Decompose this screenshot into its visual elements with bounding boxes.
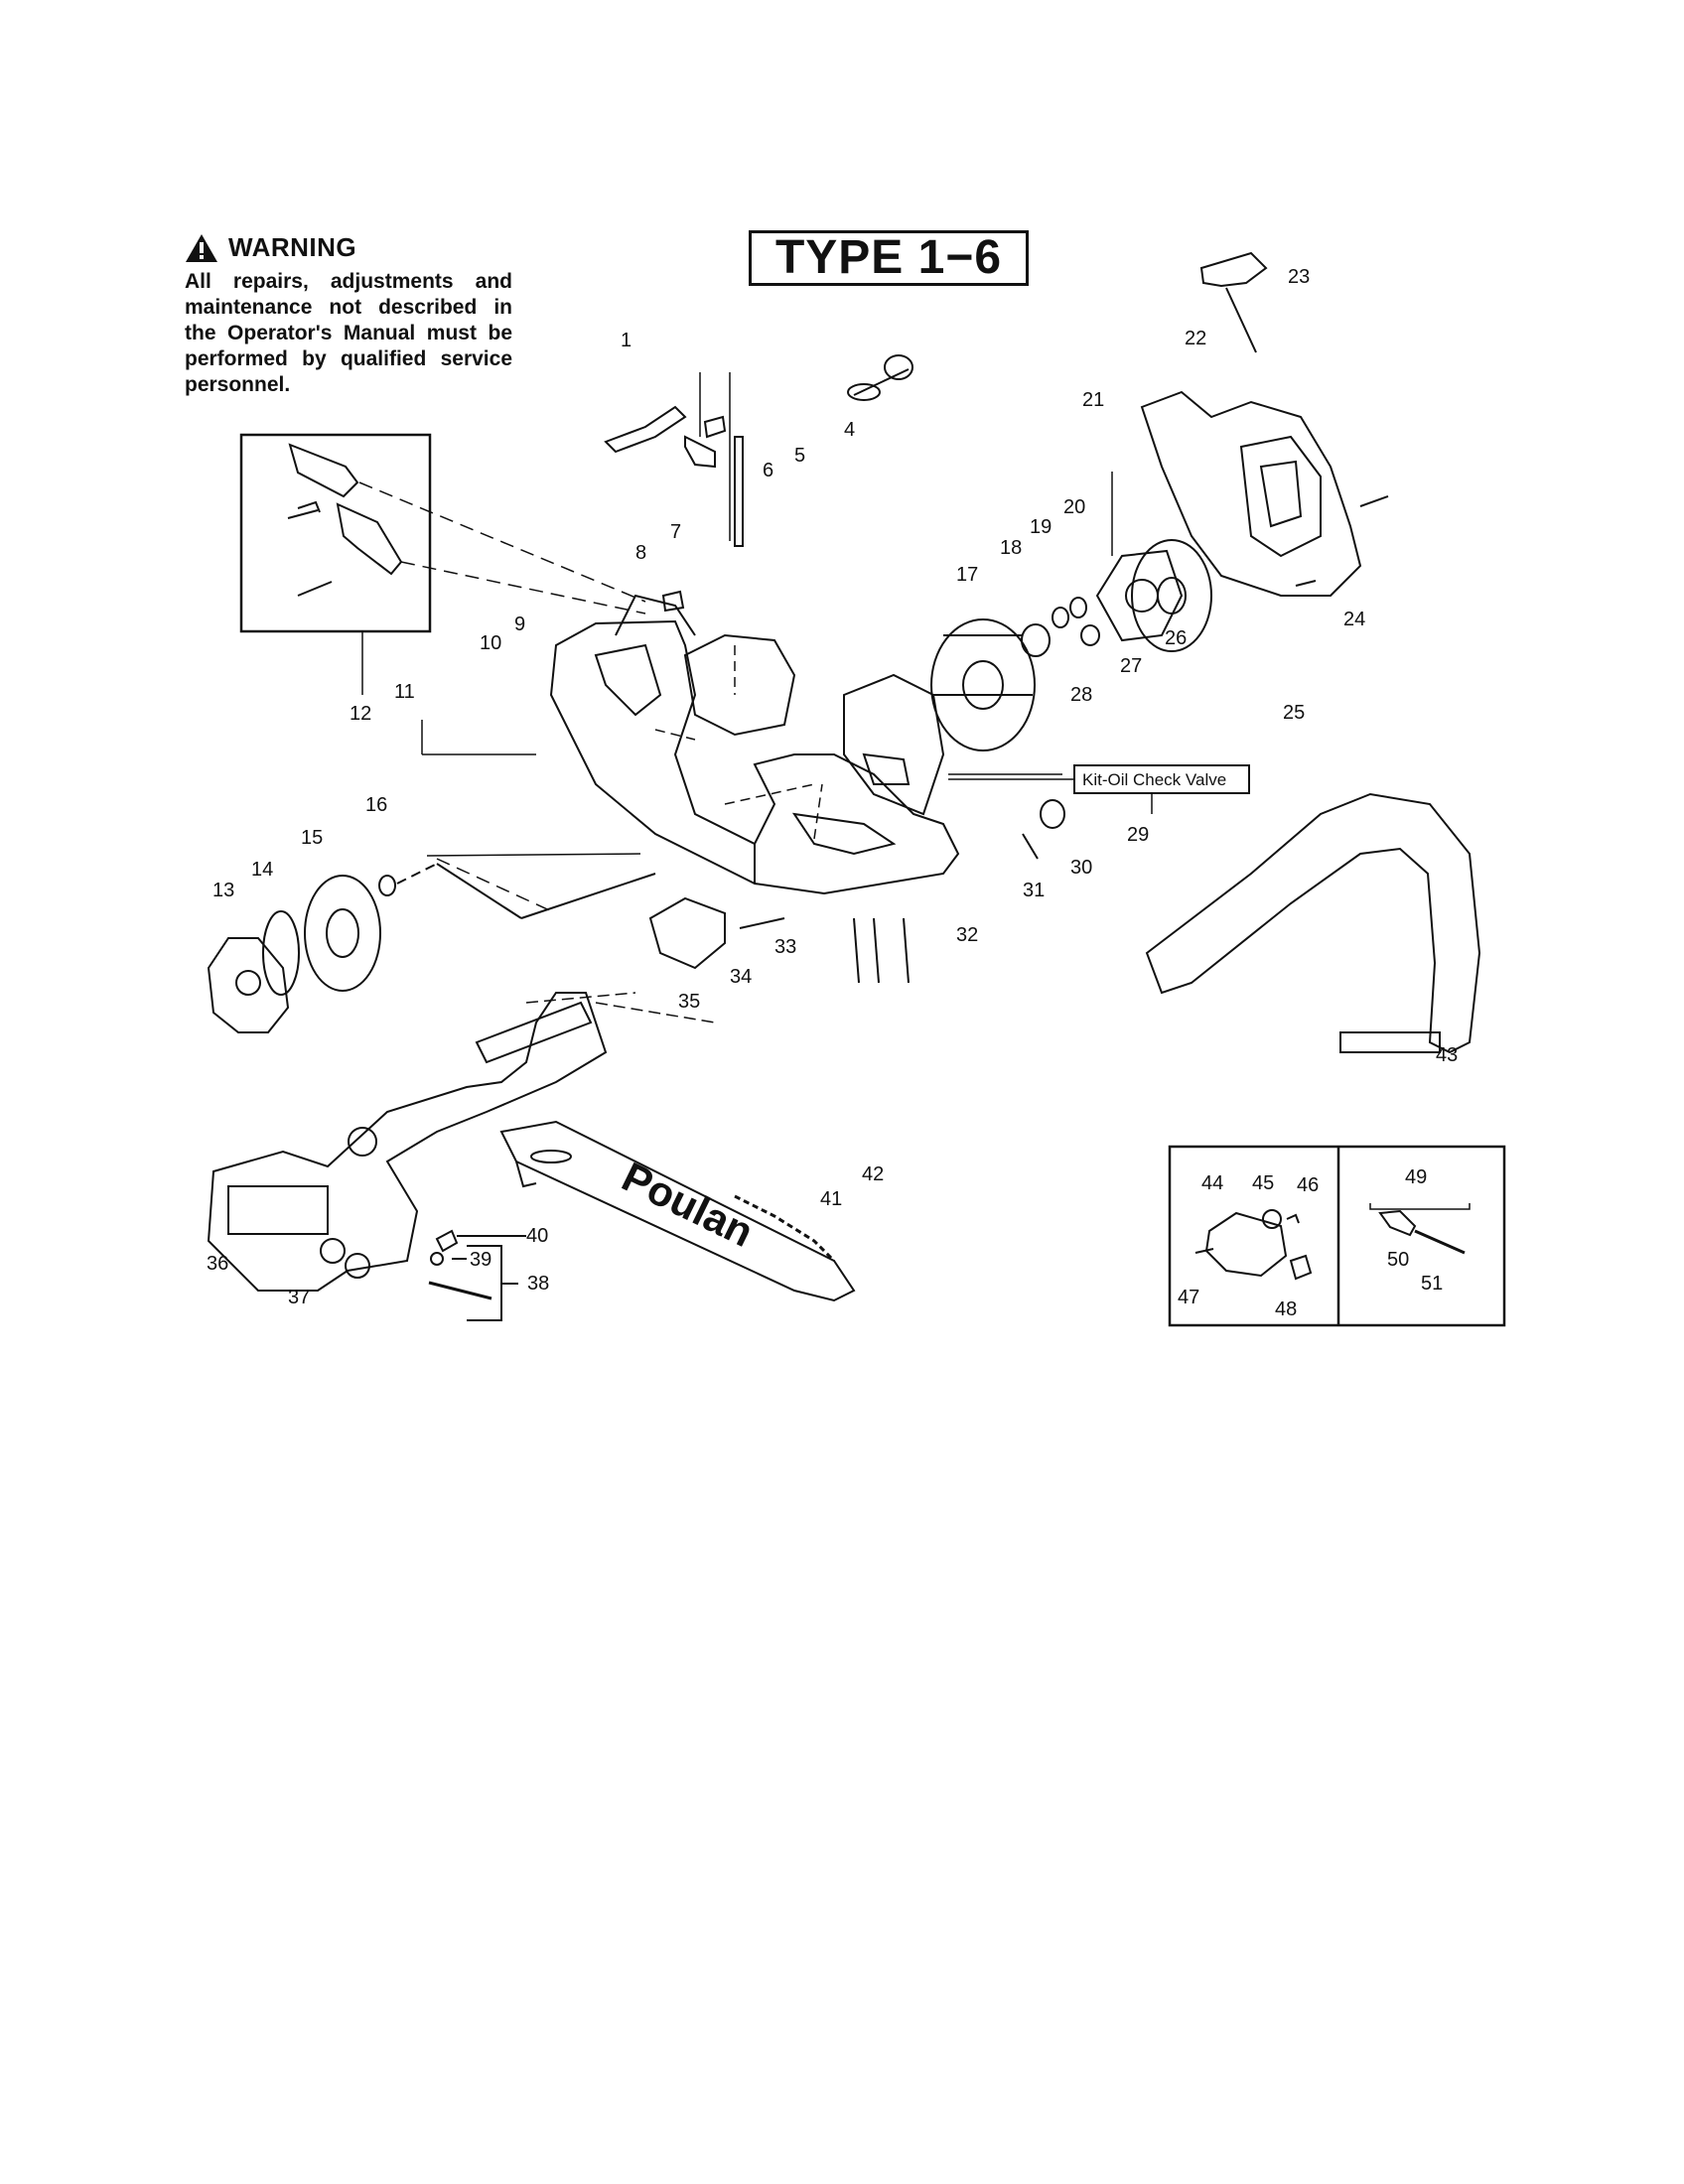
callout-11: 11 [394, 681, 415, 703]
callout-31: 31 [1023, 880, 1045, 901]
starter-handle-22-23 [1199, 251, 1268, 353]
warning-title: WARNING [185, 232, 512, 263]
guard-plate-35 [648, 896, 726, 970]
callout-28: 28 [1070, 684, 1092, 706]
callout-30: 30 [1070, 857, 1092, 879]
chain-41 [734, 1194, 836, 1263]
callout-32: 32 [956, 924, 978, 946]
callout-43: 43 [1436, 1044, 1458, 1066]
callout-20: 20 [1063, 496, 1085, 518]
callout-21: 21 [1082, 389, 1104, 411]
clutch-parts-13-16 [207, 863, 656, 1033]
callout-35: 35 [678, 991, 700, 1013]
warning-text: All repairs, adjustments and maintenance… [185, 270, 512, 396]
callout-1: 1 [621, 330, 632, 351]
bolts-32 [853, 917, 910, 984]
callout-10: 10 [480, 632, 501, 654]
inset-12-box [239, 433, 432, 633]
callout-36: 36 [207, 1253, 228, 1275]
callout-18: 18 [1000, 537, 1022, 559]
callout-44: 44 [1201, 1172, 1223, 1194]
callout-34: 34 [730, 966, 752, 988]
callout-16: 16 [365, 794, 387, 816]
kit-oil-check-valve-label: Kit-Oil Check Valve [1082, 770, 1226, 789]
callout-33: 33 [774, 936, 796, 958]
callout-5: 5 [794, 445, 805, 467]
screws-24 [1295, 495, 1389, 587]
callout-50: 50 [1387, 1249, 1409, 1271]
warning-triangle-icon [186, 233, 217, 262]
callout-4: 4 [844, 419, 855, 441]
callout-48: 48 [1275, 1298, 1297, 1320]
leader-lines [358, 372, 1113, 1024]
bolt-34 [739, 917, 785, 929]
callout-12: 12 [350, 703, 371, 725]
callout-13: 13 [212, 880, 234, 901]
callout-17: 17 [956, 564, 978, 586]
front-handle-25 [1145, 792, 1481, 1054]
inset-44-51-box [1168, 1145, 1506, 1327]
callout-6: 6 [763, 460, 773, 481]
callout-labels: 1 4 5 6 7 8 9 10 11 12 13 14 15 16 17 18… [207, 266, 1458, 1320]
oil-cap-4 [847, 354, 913, 401]
callout-46: 46 [1297, 1174, 1319, 1196]
callout-23: 23 [1288, 266, 1310, 288]
callout-15: 15 [301, 827, 323, 849]
callout-7: 7 [670, 521, 681, 543]
kit-oil-check-valve-box [948, 764, 1250, 814]
callout-29: 29 [1127, 824, 1149, 846]
callout-39: 39 [470, 1249, 491, 1271]
callout-26: 26 [1165, 627, 1187, 649]
callout-42: 42 [862, 1163, 884, 1185]
callout-45: 45 [1252, 1172, 1274, 1194]
flywheel-17 [930, 618, 1036, 751]
type-label: TYPE 1−6 [774, 231, 1003, 284]
side-cover-36 [207, 992, 608, 1292]
top-small-parts [604, 405, 744, 613]
callout-14: 14 [251, 859, 273, 881]
rope-pulley-26 [1131, 539, 1212, 652]
callout-38: 38 [527, 1273, 549, 1295]
callout-22: 22 [1185, 328, 1206, 349]
callout-37: 37 [288, 1287, 310, 1308]
warning-title-text: WARNING [228, 232, 357, 262]
washers-18-20 [1021, 597, 1100, 657]
callout-9: 9 [514, 614, 525, 635]
callout-8: 8 [635, 542, 646, 564]
callout-27: 27 [1120, 655, 1142, 677]
callout-41: 41 [820, 1188, 842, 1210]
check-valve-31 [1022, 799, 1065, 860]
callout-19: 19 [1030, 516, 1052, 538]
callout-40: 40 [526, 1225, 548, 1247]
callout-25: 25 [1283, 702, 1305, 724]
callout-49: 49 [1405, 1166, 1427, 1188]
fasteners-38-40 [428, 1229, 526, 1321]
callout-51: 51 [1421, 1273, 1443, 1295]
starter-housing-21 [1140, 390, 1362, 597]
callout-47: 47 [1178, 1287, 1199, 1308]
callout-24: 24 [1343, 609, 1365, 630]
nuts-37 [320, 1238, 370, 1279]
warning-block: WARNING All repairs, adjustments and mai… [185, 232, 512, 398]
crankcase-housing [549, 594, 960, 895]
guide-bar-42 [499, 1120, 856, 1302]
type-box: TYPE 1−6 [749, 230, 1029, 286]
